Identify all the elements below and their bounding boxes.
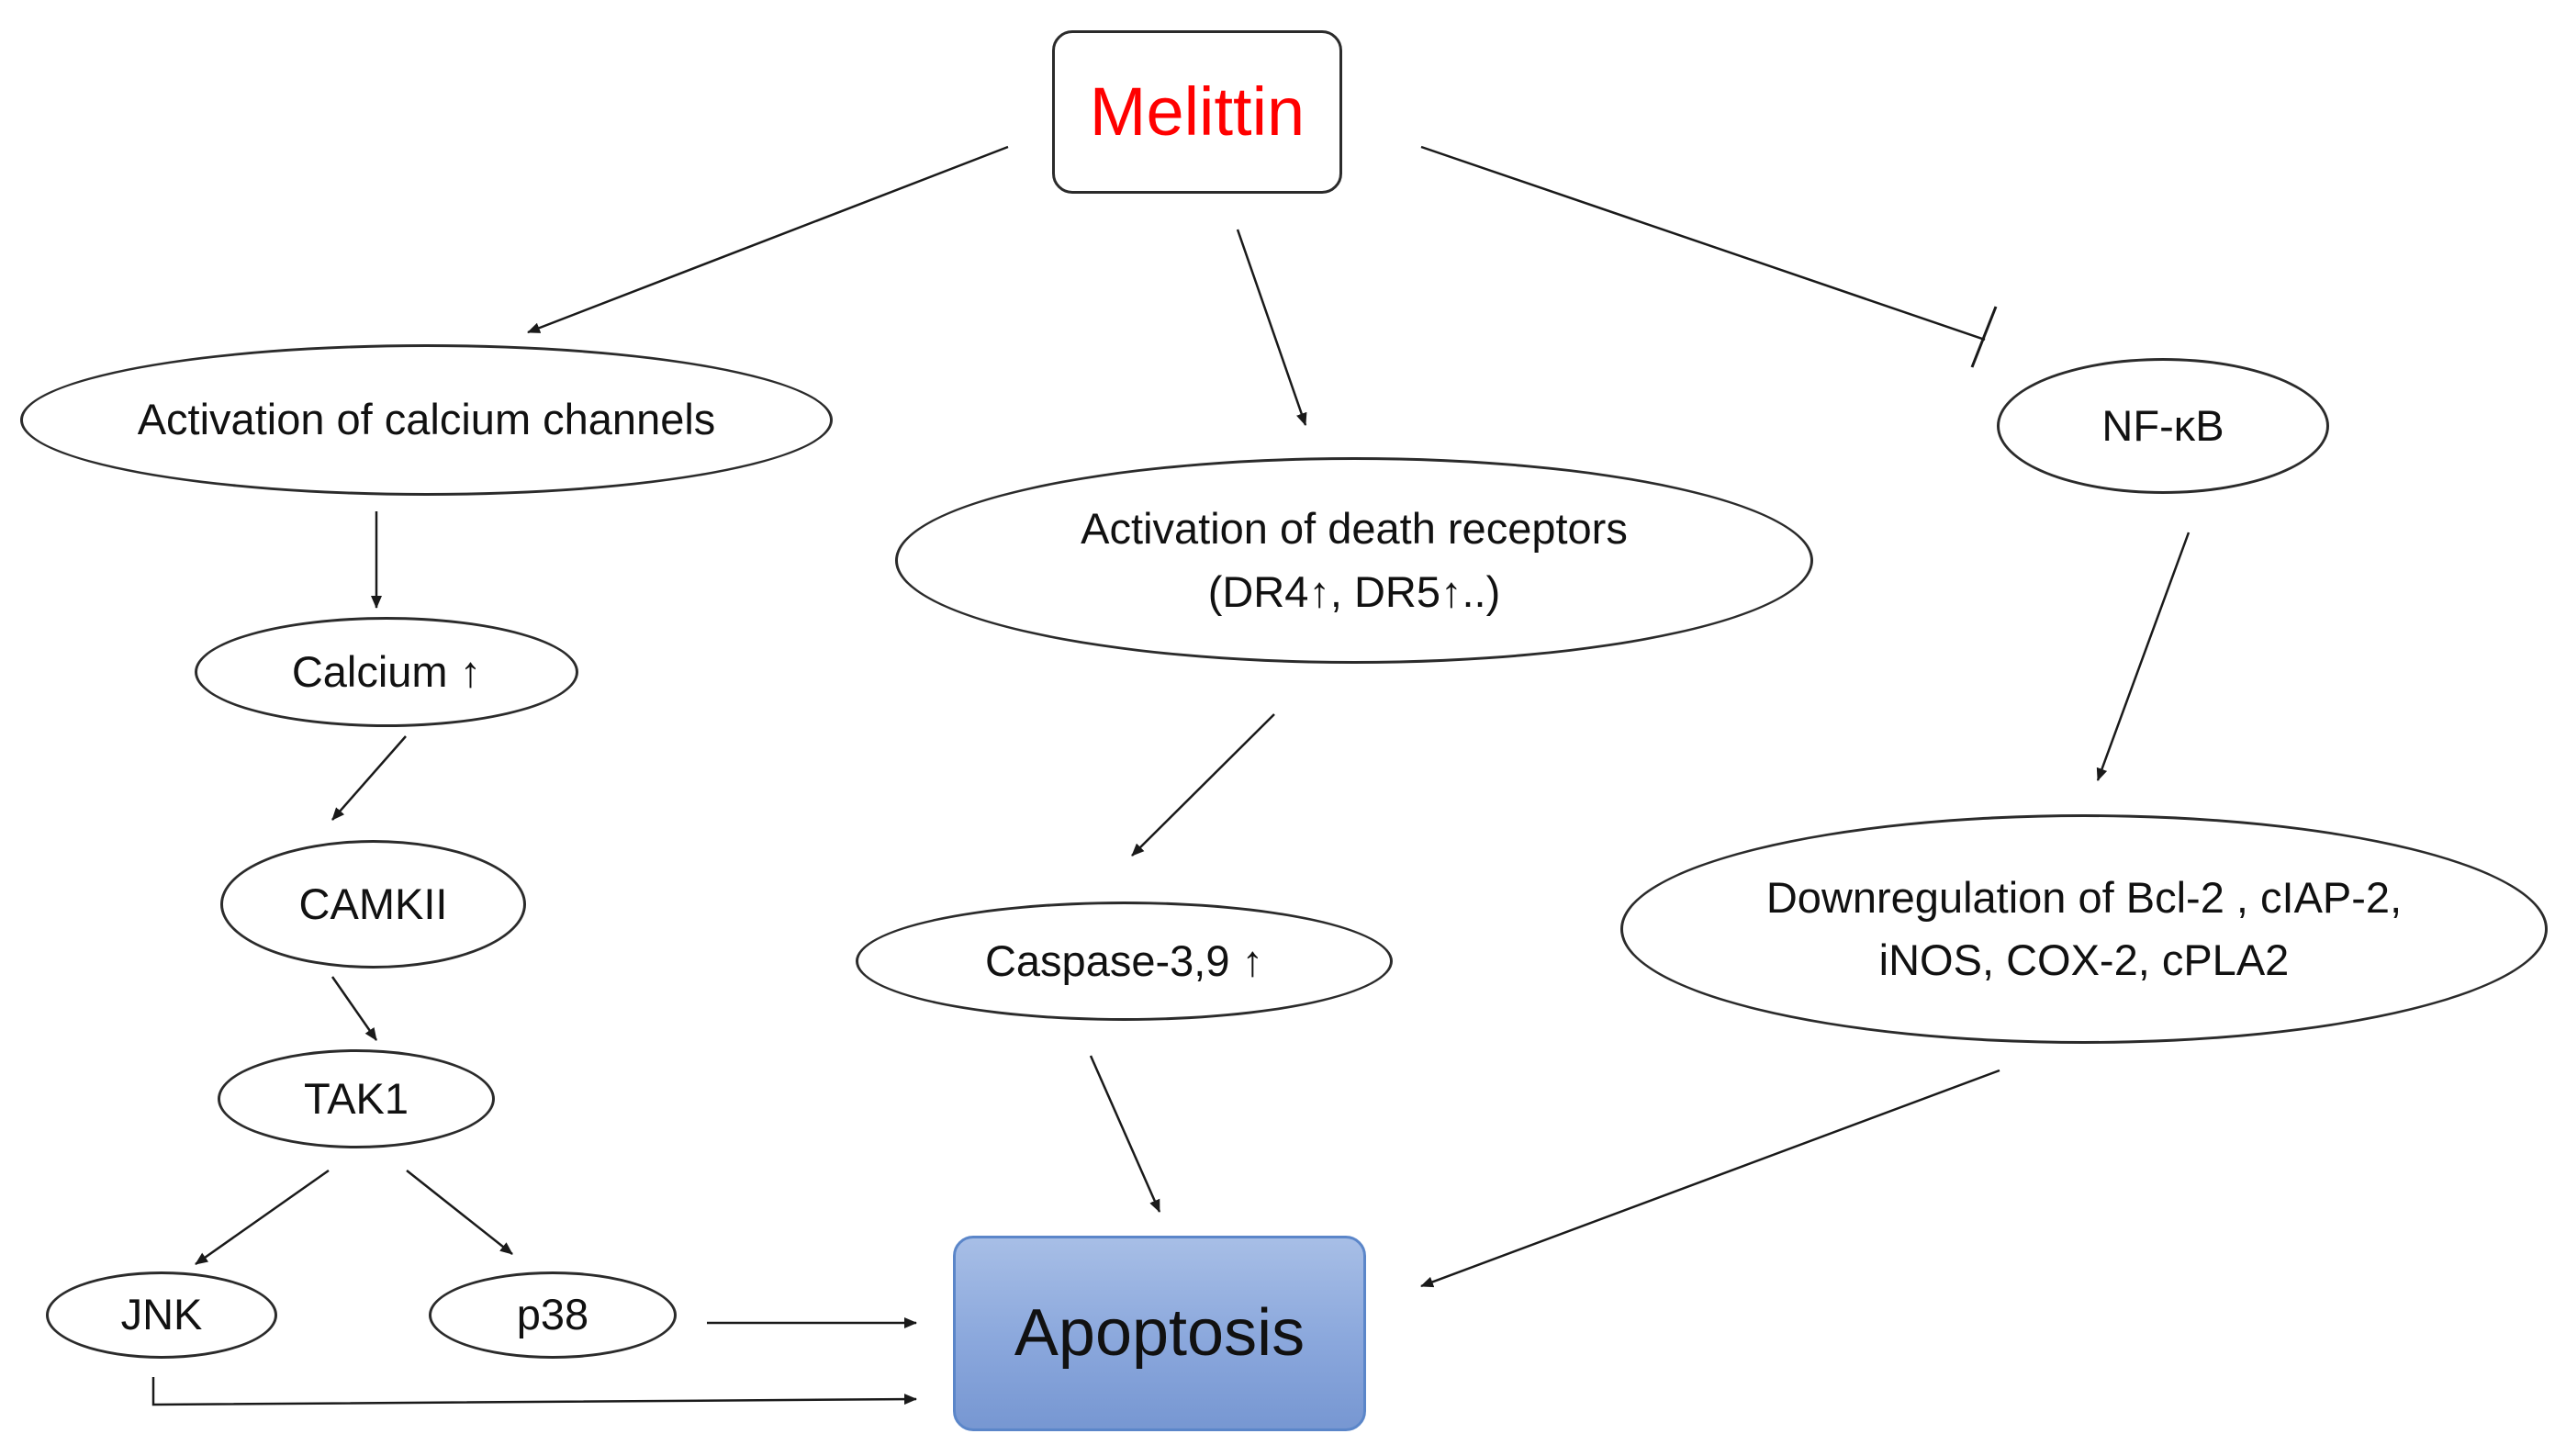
tak1-label: TAK1 — [303, 1073, 409, 1123]
edge-camkii-to-tak1 — [331, 976, 378, 1041]
edge-calcium-to-camkii — [331, 735, 407, 821]
nfkb-node: NF-κB — [1997, 358, 2329, 494]
downregulation-node: Downregulation of Bcl-2 , cIAP-2, iNOS, … — [1620, 814, 2548, 1044]
downregulation-label-line1: Downregulation of Bcl-2 , cIAP-2, — [1765, 872, 2403, 922]
calcium-label: Calcium ↑ — [291, 646, 482, 696]
caspase-node: Caspase-3,9 ↑ — [856, 902, 1393, 1021]
nfkb-label: NF-κB — [2101, 400, 2224, 450]
death-receptors-label-line2: (DR4↑, DR5↑..) — [1207, 566, 1501, 616]
calcium-channels-label: Activation of calcium channels — [137, 395, 716, 444]
death-receptors-node: Activation of death receptors (DR4↑, DR5… — [895, 457, 1813, 664]
edge-downregulation-to-apoptosis — [1420, 1069, 2000, 1288]
calcium-node: Calcium ↑ — [195, 617, 578, 727]
edge-caspase-to-apoptosis — [1089, 1055, 1161, 1213]
edge-tak1-to-jnk — [195, 1169, 330, 1266]
calcium-channels-node: Activation of calcium channels — [20, 344, 833, 496]
apoptosis-label: Apoptosis — [1014, 1296, 1305, 1371]
death-receptors-label-line1: Activation of death receptors — [1081, 504, 1628, 554]
melittin-label: Melittin — [1089, 73, 1305, 151]
downregulation-label-line2: iNOS, COX-2, cPLA2 — [1878, 935, 2290, 984]
edge-melittin-to-death-receptors — [1236, 229, 1307, 426]
edge-melittin-inhibits-nfkb — [1420, 145, 1986, 342]
apoptosis-node: Apoptosis — [953, 1236, 1366, 1431]
caspase-label: Caspase-3,9 ↑ — [984, 935, 1264, 985]
camkii-label: CAMKII — [298, 879, 448, 928]
camkii-node: CAMKII — [220, 840, 526, 969]
downregulation-label: Downregulation of Bcl-2 , cIAP-2, iNOS, … — [1766, 867, 2402, 991]
edge-nfkb-to-downregulation — [2096, 532, 2191, 781]
jnk-label: JNK — [120, 1290, 203, 1339]
tak1-node: TAK1 — [218, 1049, 495, 1148]
edge-jnk-to-apoptosis — [151, 1377, 917, 1406]
p38-node: p38 — [429, 1271, 677, 1359]
edge-death-receptors-to-caspase — [1131, 713, 1275, 857]
edge-inhibition-bar — [1970, 306, 1998, 368]
edge-tak1-to-p38 — [406, 1170, 513, 1255]
p38-label: p38 — [516, 1290, 589, 1339]
melittin-node: Melittin — [1052, 30, 1342, 194]
jnk-node: JNK — [46, 1271, 277, 1359]
edge-melittin-to-calcium-channels — [527, 145, 1009, 334]
death-receptors-label: Activation of death receptors (DR4↑, DR5… — [1081, 498, 1628, 622]
